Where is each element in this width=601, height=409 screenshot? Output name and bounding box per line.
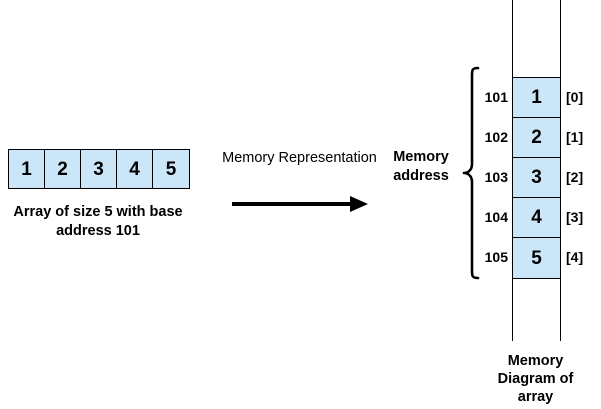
array-cell: 5 <box>153 150 189 188</box>
memory-cells: 1 2 3 4 5 <box>512 77 561 279</box>
right-arrow-icon <box>232 196 368 212</box>
array-cell: 2 <box>45 150 81 188</box>
array-index-label: [2] <box>566 169 584 185</box>
memory-cell: 2 <box>513 118 560 158</box>
memory-cell: 5 <box>513 238 560 278</box>
array-index-label: [4] <box>566 249 584 265</box>
transition-label: Memory Representation <box>222 150 377 166</box>
memory-address-value: 105 <box>484 249 508 265</box>
memory-cell: 3 <box>513 158 560 198</box>
memory-address-value: 101 <box>484 89 508 105</box>
array-index-label: [0] <box>566 89 584 105</box>
memory-address-label: Memory address <box>393 149 449 184</box>
memory-address-value: 104 <box>484 209 508 225</box>
array-cell: 3 <box>81 150 117 188</box>
array-index-label: [3] <box>566 209 584 225</box>
memory-cell: 4 <box>513 198 560 238</box>
array-cell: 4 <box>117 150 153 188</box>
memory-address-value: 102 <box>484 129 508 145</box>
array-boxes: 1 2 3 4 5 <box>8 149 190 189</box>
array-caption: Array of size 5 with base address 101 <box>13 204 183 239</box>
array-cell: 1 <box>9 150 45 188</box>
memory-cell: 1 <box>513 78 560 118</box>
left-curly-brace-icon <box>462 66 480 280</box>
memory-diagram-caption: Memory Diagram of array <box>497 353 574 405</box>
array-index-label: [1] <box>566 129 584 145</box>
memory-address-value: 103 <box>484 169 508 185</box>
